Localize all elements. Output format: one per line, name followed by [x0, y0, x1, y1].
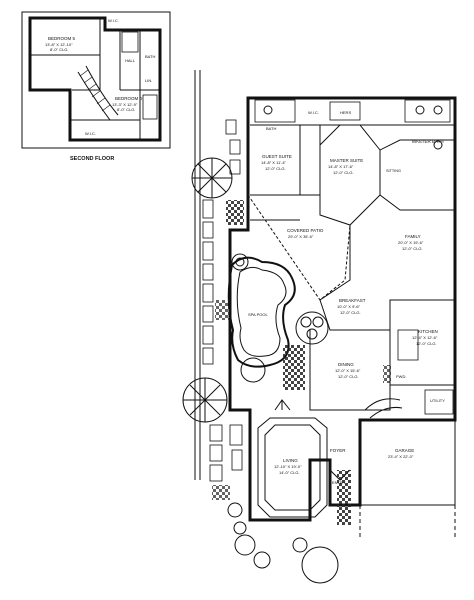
room-family-dims: 20'-0" X 19'-6": [398, 240, 424, 245]
room-covered-patio-dims: 29'-0" X 35'-6": [288, 234, 314, 239]
room-kitchen: KITCHEN: [418, 329, 438, 334]
room-wic-first: W.I.C.: [308, 110, 319, 115]
room-bedroom-5-ceiling: 8'-0" CLG.: [50, 47, 68, 52]
room-spa-pool: SPA POOL: [248, 312, 268, 317]
room-foyer: FOYER: [330, 448, 346, 453]
room-living: LIVING: [283, 458, 298, 463]
first-floor-labels: GUEST SUITE 14'-8" X 11'-4" 12'-0" CLG. …: [248, 110, 445, 485]
room-dining-ceiling: 12'-0" CLG.: [338, 374, 359, 379]
room-dining-dims: 12'-0" X 15'-6": [335, 368, 361, 373]
room-bath-upper: BATH: [145, 54, 155, 59]
room-covered-patio: COVERED PATIO: [287, 228, 324, 233]
room-garage: GARAGE: [395, 448, 414, 453]
room-master-suite: MASTER SUITE: [330, 158, 363, 163]
room-kitchen-dims: 12'-4" X 12'-6": [412, 335, 438, 340]
room-family-ceiling: 12'-0" CLG.: [402, 246, 423, 251]
second-floor-plan: [21, 11, 171, 149]
second-floor-caption: SECOND FLOOR: [70, 156, 114, 162]
room-hall-upper: HALL: [125, 58, 136, 63]
first-floor-plan: [194, 70, 457, 540]
room-living-ceiling: 14'-0" CLG.: [279, 470, 300, 475]
room-garage-dims: 23'-4" X 22'-0": [388, 454, 414, 459]
room-utility: UTILITY: [430, 398, 445, 403]
room-hers: HERS: [340, 110, 351, 115]
room-living-dims: 12'-10" X 19'-0": [274, 464, 302, 469]
room-master-bath: MASTER BATH: [412, 139, 444, 144]
room-sitting: SITTING: [386, 169, 401, 173]
room-bedroom-5-dims: 13'-8" X 12'-10": [45, 42, 73, 47]
room-breakfast-ceiling: 12'-0" CLG.: [340, 310, 361, 315]
room-guest-suite-ceiling: 12'-0" CLG.: [265, 166, 286, 171]
room-wic-lower: W.I.C.: [85, 131, 96, 136]
planting-hatch: [212, 200, 391, 525]
room-guest-suite-dims: 14'-8" X 11'-4": [261, 160, 287, 165]
room-breakfast: BREAKFAST: [339, 298, 366, 303]
second-floor-labels: BEDROOM 5 13'-8" X 12'-10" 8'-0" CLG. BE…: [45, 18, 155, 162]
landscape-trees: [182, 157, 339, 584]
spa-pool: [227, 253, 296, 368]
room-bedroom-4-dims: 13'-3" X 12'-9": [112, 102, 138, 107]
room-wic-upper: W.I.C.: [108, 18, 119, 23]
room-bath-first: BATH: [266, 126, 276, 131]
room-master-suite-ceiling: 12'-0" CLG.: [333, 170, 354, 175]
room-bedroom-4-ceiling: 8'-0" CLG.: [117, 107, 135, 112]
room-pwd: PWD.: [396, 374, 406, 379]
room-kitchen-ceiling: 12'-0" CLG.: [416, 341, 437, 346]
room-bedroom-4: BEDROOM 4: [115, 96, 143, 101]
room-master-suite-dims: 14'-8" X 17'-6": [328, 164, 354, 169]
room-dining: DINING: [338, 362, 354, 367]
room-lin: LIN.: [145, 78, 152, 83]
room-bedroom-5: BEDROOM 5: [48, 36, 76, 41]
room-breakfast-dims: 10'-0" X 9'-6": [337, 304, 361, 309]
room-entry: ENTRY: [332, 480, 346, 485]
room-family: FAMILY: [405, 234, 421, 239]
room-guest-suite: GUEST SUITE: [262, 154, 292, 159]
paver-walkway: [202, 119, 243, 482]
